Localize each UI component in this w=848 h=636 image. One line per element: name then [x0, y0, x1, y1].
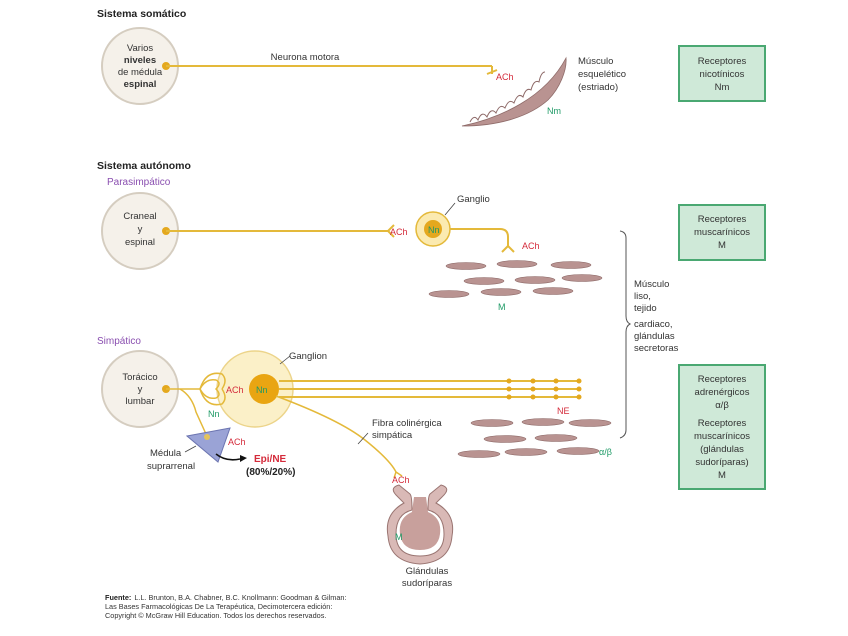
svg-text:adrenérgicos: adrenérgicos — [695, 387, 750, 398]
somatic-header: Sistema somático — [97, 8, 186, 20]
svg-text:glándulas: glándulas — [634, 331, 675, 342]
svg-text:Fuente:L.L. Brunton, B.A. Chab: Fuente:L.L. Brunton, B.A. Chabner, B.C. … — [105, 593, 347, 602]
svg-text:Varios: Varios — [127, 43, 153, 54]
skeletal-muscle-label-3: (estriado) — [578, 82, 618, 93]
parasympathetic-smooth-muscle-cells — [428, 260, 603, 298]
sweat-ach-label: ACh — [392, 475, 410, 485]
svg-text:tejido: tejido — [634, 303, 657, 314]
svg-text:Craneal: Craneal — [123, 211, 156, 222]
somatic-ach-label: ACh — [496, 72, 514, 82]
adrenal-output-arrow — [215, 453, 241, 461]
svg-text:niveles: niveles — [124, 55, 156, 66]
svg-text:Nm: Nm — [715, 82, 730, 93]
sympathetic-ganglion — [216, 350, 294, 428]
motor-neuron-label: Neurona motora — [271, 52, 340, 63]
parasympathetic-effector-receptor: M — [498, 302, 506, 312]
somatic-motor-neuron — [162, 62, 498, 75]
svg-text:sudoríparas): sudoríparas) — [695, 457, 748, 468]
sympathetic-cns-origin: Torácico y lumbar — [101, 350, 179, 428]
parasympathetic-pre-ach-label: ACh — [390, 227, 408, 237]
adrenal-receptor-label: Nn — [208, 409, 220, 419]
svg-text:Receptores: Receptores — [698, 374, 747, 385]
svg-text:Receptores: Receptores — [698, 418, 747, 429]
svg-text:espinal: espinal — [124, 79, 157, 90]
nicotinic-receptor-box: Receptores nicotínicos Nm — [678, 45, 766, 102]
adrenal-medulla-icon — [184, 427, 231, 463]
parasympathetic-ganglion-receptor: Nn — [428, 225, 440, 235]
parasympathetic-ganglion-label: Ganglio — [457, 194, 490, 205]
parasympathetic-subheader: Parasimpático — [107, 177, 171, 188]
svg-text:lumbar: lumbar — [125, 396, 154, 407]
sympathetic-postganglionic-fibers — [279, 378, 582, 400]
sympathetic-preganglionic-fiber — [162, 372, 226, 435]
sweat-receptor-label: M — [395, 532, 403, 542]
svg-text:Las Bases Farmacológicas De La: Las Bases Farmacológicas De La Terapéuti… — [105, 602, 332, 611]
sympathetic-effector-receptor: α/β — [599, 447, 612, 457]
svg-text:Torácico: Torácico — [122, 372, 157, 383]
sympathetic-ganglion-receptor: Nn — [256, 385, 268, 395]
sympathetic-ne-label: NE — [557, 406, 570, 416]
sympathetic-ganglion-label: Ganglion — [289, 351, 327, 362]
skeletal-muscle-label-1: Músculo — [578, 56, 613, 67]
svg-text:cardiaco,: cardiaco, — [634, 319, 673, 330]
sweat-gland-label-2: sudoríparas — [402, 578, 452, 589]
svg-text:y: y — [138, 224, 143, 235]
svg-text:Receptores: Receptores — [698, 214, 747, 225]
svg-text:muscarínicos: muscarínicos — [694, 431, 750, 442]
adrenal-label-1: Médula — [150, 448, 182, 459]
skeletal-muscle-label-2: esquelético — [578, 69, 626, 80]
adrenal-ach-label: ACh — [228, 437, 246, 447]
sympathetic-subheader: Simpático — [97, 336, 141, 347]
somatic-receptor-label: Nm — [547, 106, 561, 116]
parasympathetic-postganglionic-fiber — [450, 228, 515, 253]
adrenal-output-label: Epi/NE — [254, 454, 287, 465]
svg-text:α/β: α/β — [715, 400, 729, 411]
sympathetic-pre-ach-label: ACh — [226, 385, 244, 395]
svg-text:de médula: de médula — [118, 67, 163, 78]
adrenal-label-2: suprarrenal — [147, 461, 195, 472]
sweat-gland-icon — [386, 484, 454, 565]
autonomic-header: Sistema autónomo — [97, 160, 191, 172]
adrenal-ratio-label: (80%/20%) — [246, 467, 295, 478]
svg-text:M: M — [718, 470, 726, 481]
svg-text:nicotínicos: nicotínicos — [700, 69, 745, 80]
adrenergic-muscarinic-receptor-box: Receptores adrenérgicos α/β Receptores m… — [678, 364, 766, 490]
svg-text:liso,: liso, — [634, 291, 651, 302]
parasympathetic-post-ach-label: ACh — [522, 241, 540, 251]
svg-text:muscarínicos: muscarínicos — [694, 227, 750, 238]
svg-text:Copyright © McGraw Hill Educat: Copyright © McGraw Hill Education. Todos… — [105, 611, 326, 620]
svg-text:(glándulas: (glándulas — [700, 444, 744, 455]
svg-text:secretoras: secretoras — [634, 343, 679, 354]
cholinergic-sympathetic-fiber — [275, 395, 403, 479]
svg-text:y: y — [138, 384, 143, 395]
effector-group-label: Músculo liso, tejido cardiaco, glándulas… — [634, 279, 679, 354]
cholinergic-fiber-label-1: Fibra colinérgica — [372, 418, 442, 429]
parasympathetic-preganglionic-fiber — [162, 224, 395, 238]
svg-text:M: M — [718, 240, 726, 251]
sympathetic-smooth-muscle-cells — [457, 418, 612, 458]
source-citation: Fuente:L.L. Brunton, B.A. Chabner, B.C. … — [105, 593, 347, 620]
svg-text:espinal: espinal — [125, 237, 155, 248]
effector-group-bracket — [619, 230, 632, 439]
arrow-head-icon — [240, 455, 247, 462]
svg-text:Músculo: Músculo — [634, 279, 669, 290]
cholinergic-fiber-label-2: simpática — [372, 430, 413, 441]
sweat-gland-label-1: Glándulas — [406, 566, 449, 577]
muscarinic-receptor-box: Receptores muscarínicos M — [678, 204, 766, 261]
skeletal-muscle-icon — [461, 56, 567, 127]
svg-text:Receptores: Receptores — [698, 56, 747, 67]
